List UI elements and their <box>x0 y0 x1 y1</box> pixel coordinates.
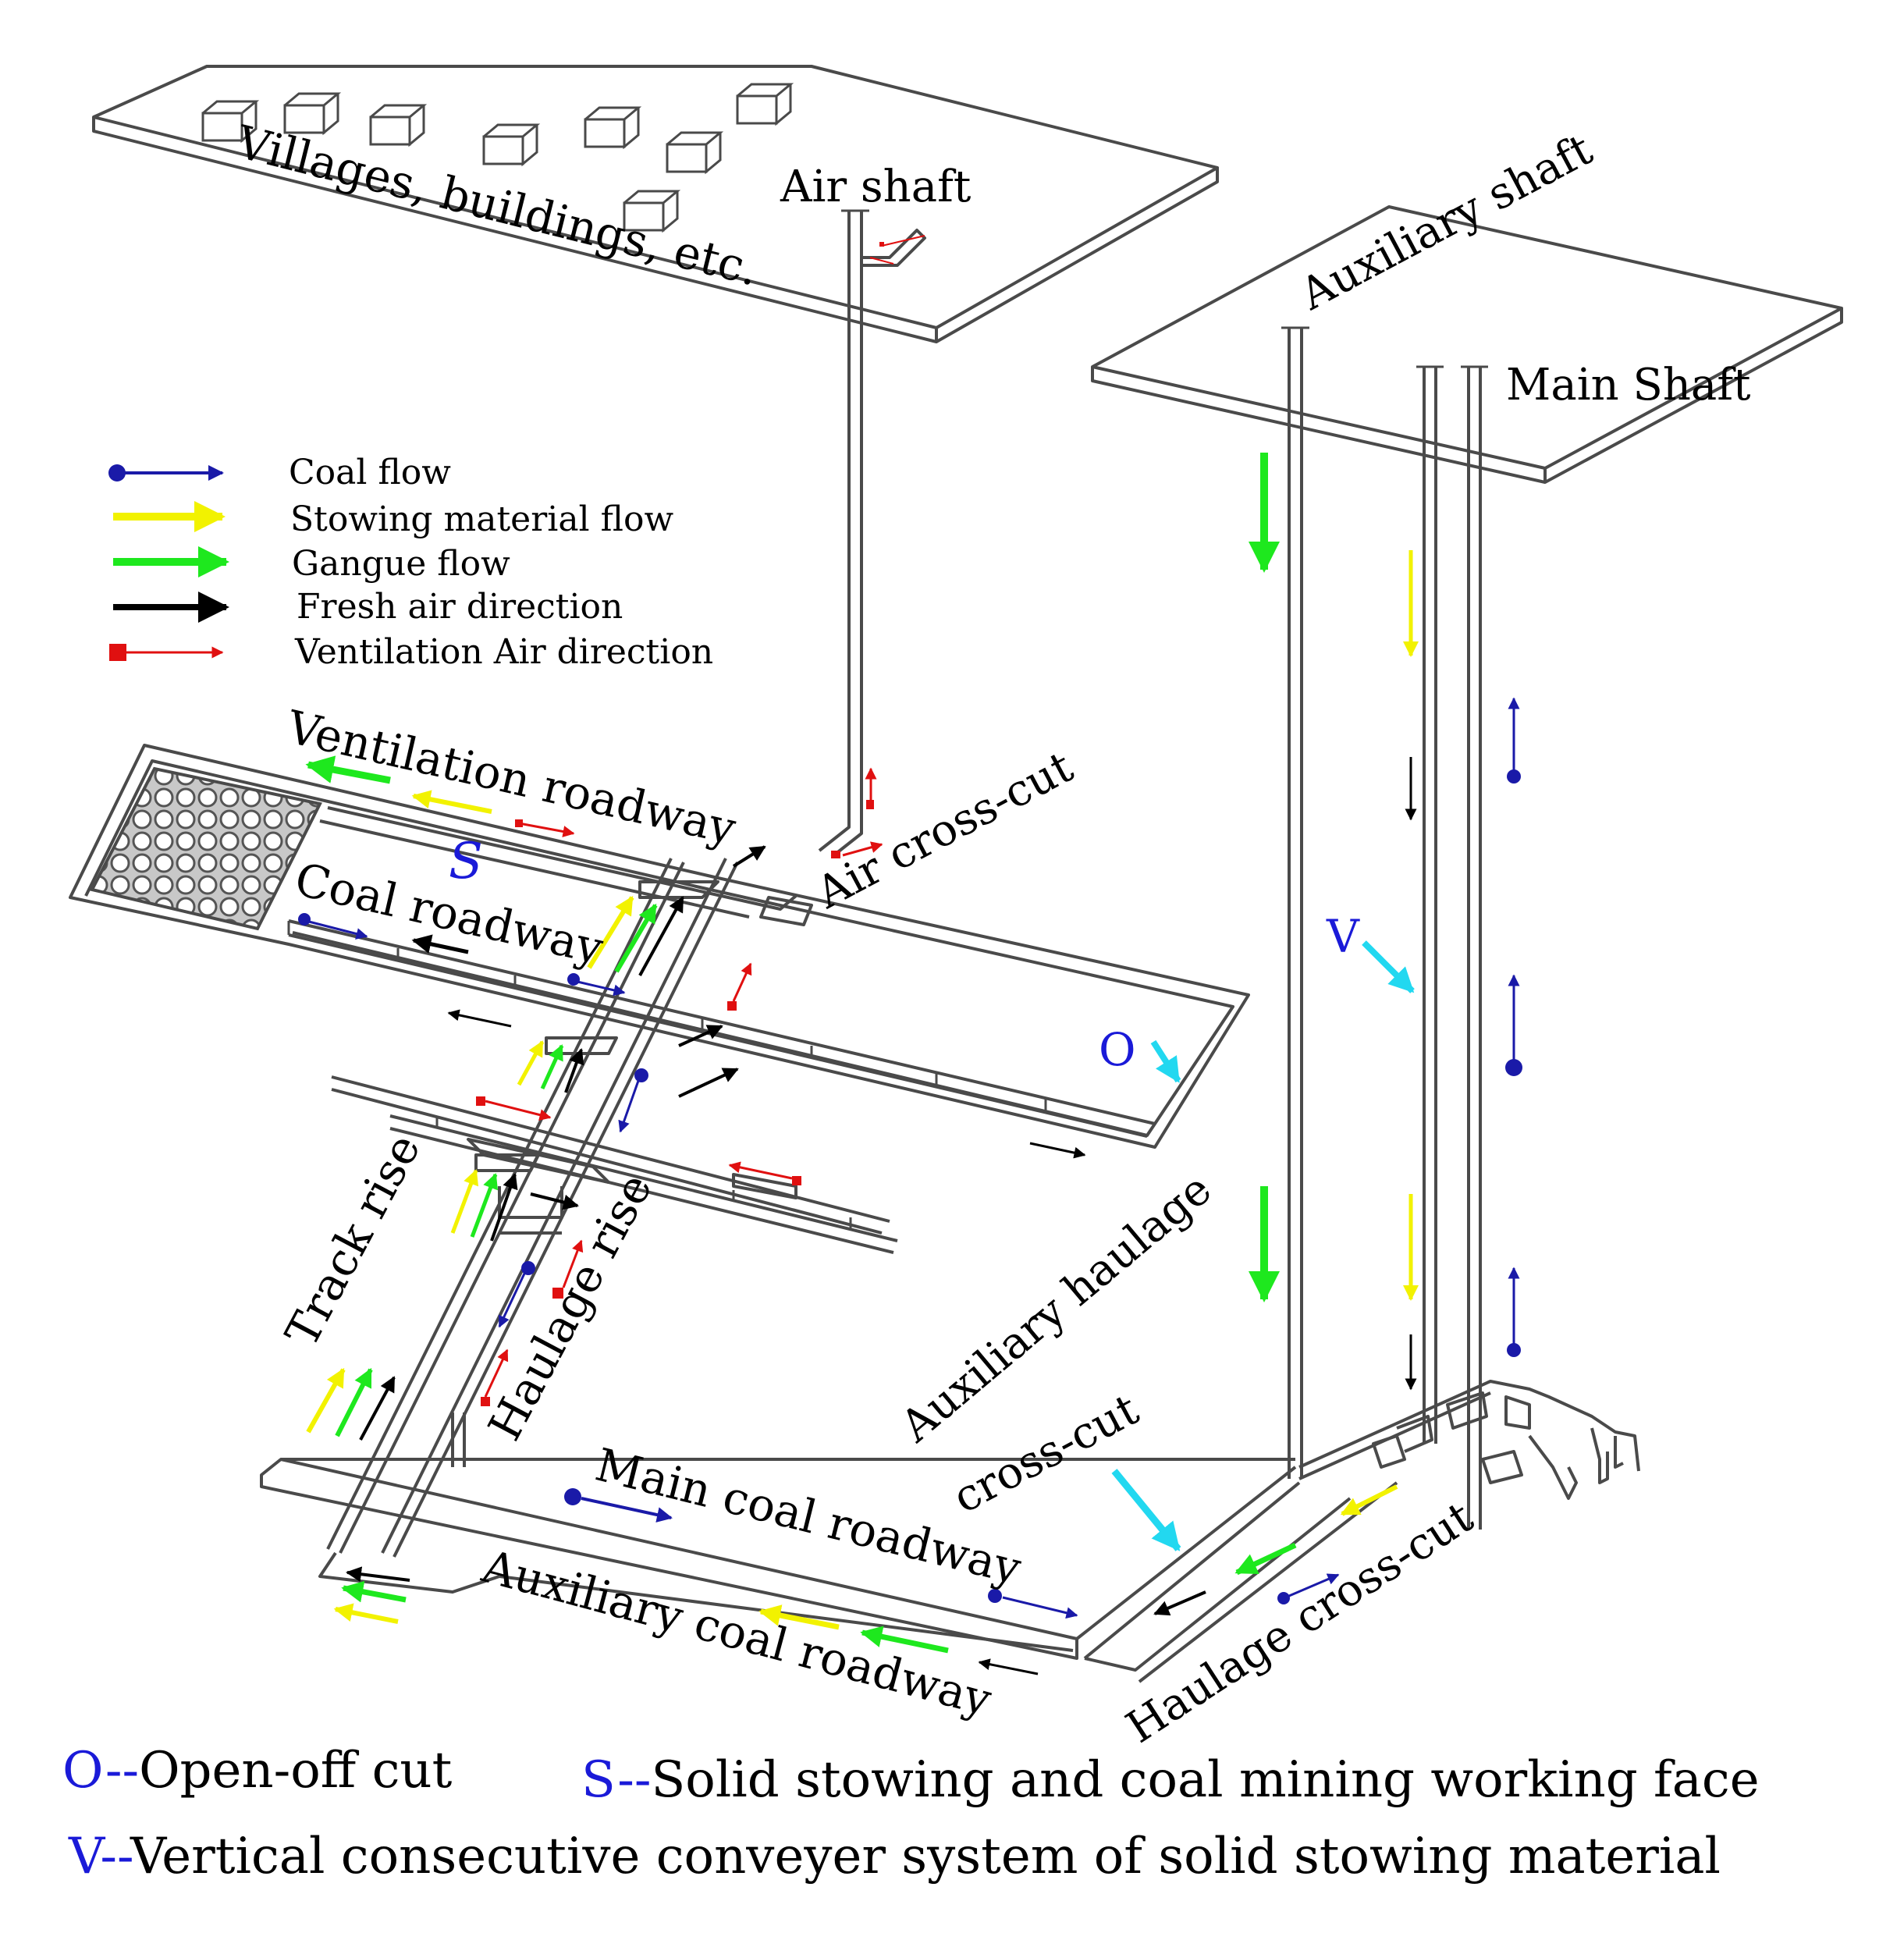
label-ventilation-roadway: Ventilation roadway <box>282 700 741 855</box>
label-haulage-cross-cut: Haulage cross-cut <box>1117 1492 1482 1754</box>
legend-item-stowing: Stowing material flow <box>113 499 673 539</box>
label-auxiliary-shaft: Auxiliary shaft <box>1291 124 1600 321</box>
label-air-shaft: Air shaft <box>780 162 972 212</box>
label-auxiliary-haulage: Auxiliary haulage <box>890 1164 1220 1452</box>
legend-label-ventilation: Ventilation Air direction <box>294 632 713 672</box>
legend-item-coal: Coal flow <box>108 453 451 492</box>
legend-item-gangue: Gangue flow <box>113 544 510 584</box>
label-villages: Villages, buildings, etc. <box>231 115 764 296</box>
legend: Coal flow Stowing material flow Gangue f… <box>108 453 713 672</box>
footer-o: O--Open-off cut <box>62 1742 453 1800</box>
footer-o-key: O-- <box>62 1742 139 1800</box>
marker-v: V <box>1326 910 1360 963</box>
label-main-shaft: Main Shaft <box>1506 360 1751 410</box>
footer-key: O--Open-off cut S--Solid stowing and coa… <box>62 1742 1760 1885</box>
legend-item-fresh-air: Fresh air direction <box>113 587 623 627</box>
legend-label-coal: Coal flow <box>289 453 451 492</box>
main-shaft <box>1416 365 1488 1530</box>
footer-s-text: Solid stowing and coal mining working fa… <box>651 1751 1759 1809</box>
label-main-coal-roadway: Main coal roadway <box>591 1438 1027 1595</box>
surface-plate-shafts <box>1091 205 1843 484</box>
goaf-area <box>0 0 1 1</box>
house-icons <box>201 83 794 233</box>
air-shaft <box>818 209 926 858</box>
footer-v: V--Vertical consecutive conveyer system … <box>68 1828 1721 1885</box>
working-face-panel <box>0 0 1250 1149</box>
footer-s: S--Solid stowing and coal mining working… <box>581 1751 1760 1809</box>
shaft-bottom-station <box>1298 1380 1640 1500</box>
marker-o: O <box>1099 1023 1136 1076</box>
legend-label-stowing: Stowing material flow <box>290 499 673 539</box>
footer-v-text: Vertical consecutive conveyer system of … <box>130 1828 1721 1885</box>
flow-arrows <box>298 235 1522 1675</box>
label-track-rise: Track rise <box>275 1125 431 1356</box>
surface-plate-villages <box>92 65 1219 343</box>
footer-v-key: V-- <box>68 1828 132 1885</box>
footer-o-text: Open-off cut <box>139 1742 453 1800</box>
diagram-labels: Villages, buildings, etc. Air shaft Auxi… <box>231 115 1751 1753</box>
rises <box>326 858 813 1558</box>
legend-label-gangue: Gangue flow <box>292 544 510 584</box>
footer-s-key: S-- <box>581 1751 651 1809</box>
auxiliary-shaft <box>1281 326 1309 1479</box>
main-roadways <box>260 1458 1398 1683</box>
legend-label-fresh-air: Fresh air direction <box>297 587 623 627</box>
marker-s: S <box>449 833 483 890</box>
lower-panel <box>331 1075 898 1254</box>
legend-item-ventilation: Ventilation Air direction <box>109 632 713 672</box>
